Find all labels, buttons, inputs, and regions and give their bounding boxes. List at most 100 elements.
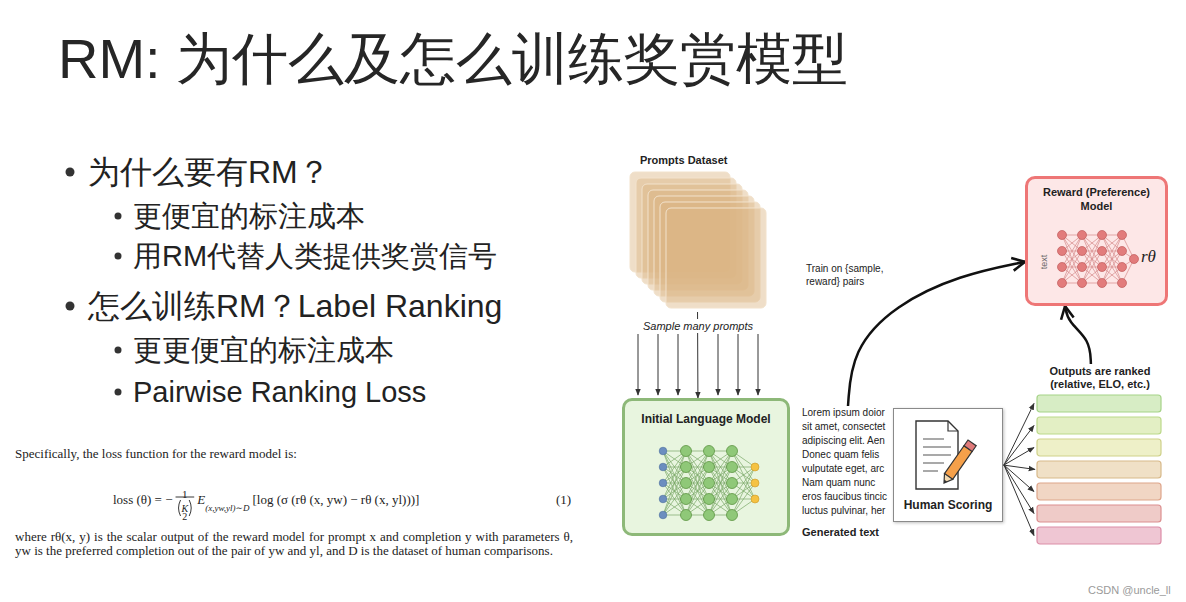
label-holder: 为什么要有RM？	[88, 152, 330, 192]
node-label: Outputs are ranked (relative, ELO, etc.)	[1035, 365, 1165, 391]
paper-text: Specifically, the loss function for the …	[15, 446, 297, 461]
edge-label-holder: Train on {sample, reward} pairs	[806, 262, 918, 288]
text-holder: Reward (Preference) Model	[1037, 185, 1157, 214]
prompt-arrow	[738, 334, 739, 395]
prompt-arrow	[638, 334, 639, 395]
node-column	[681, 446, 692, 521]
prompt-arrow	[718, 334, 719, 395]
ranked-bar	[1037, 461, 1161, 478]
prompt-arrow	[678, 334, 679, 395]
text-holder: Generated text	[802, 522, 894, 540]
prompt-arrow	[658, 334, 659, 395]
sub-bullet-text: 更更便宜的标注成本	[133, 332, 394, 368]
edge-label-holder: Sample many prompts	[640, 316, 756, 334]
label-holder: 更更便宜的标注成本	[133, 332, 394, 368]
node-column	[727, 446, 738, 521]
formula-part: 1	[182, 488, 188, 500]
label-holder: 用RM代替人类提供奖赏信号	[133, 238, 497, 274]
sub-bullet-text: 更便宜的标注成本	[133, 198, 365, 234]
network-nodes	[1058, 231, 1139, 288]
network-link-set	[1082, 235, 1102, 283]
document-lines	[923, 439, 951, 471]
label-holder: loss (θ) = −	[113, 490, 173, 508]
node-column	[1078, 231, 1087, 288]
output-node	[1130, 255, 1139, 264]
node-column	[704, 446, 715, 521]
connector	[1003, 465, 1035, 469]
binomial-paren	[179, 500, 181, 516]
node-label: Human Scoring	[904, 498, 993, 513]
title-holder: RM: 为什么及怎么训练奖赏模型	[58, 26, 848, 92]
slide-title: RM: 为什么及怎么训练奖赏模型	[58, 26, 848, 92]
text-holder: Initial Language Model	[625, 409, 787, 427]
label-holder: E	[197, 490, 205, 508]
node-label: Prompts Dataset	[640, 153, 727, 167]
text-holder: rθ	[1141, 247, 1156, 267]
ranked-bar	[1037, 483, 1161, 500]
bullet	[115, 253, 122, 260]
node-column	[1118, 231, 1127, 288]
bullet-dots	[66, 168, 122, 396]
text-holder: Outputs are ranked (relative, ELO, etc.)	[1035, 365, 1165, 392]
paper-text: where rθ(x, y) is the scalar output of t…	[15, 530, 573, 558]
edge-label: Sample many prompts	[640, 319, 756, 333]
binomial-paren	[189, 500, 191, 516]
label-holder: Specifically, the loss function for the …	[15, 444, 297, 462]
label-holder: 怎么训练RM？Label Ranking	[88, 286, 502, 326]
node-column	[1058, 231, 1067, 288]
ranked-bar	[1037, 527, 1161, 544]
bullet-text: 怎么训练RM？Label Ranking	[88, 286, 502, 326]
input-nodes	[659, 447, 667, 519]
label-holder: where rθ(x, y) is the scalar output of t…	[15, 530, 573, 558]
text-holder: Human Scoring	[894, 495, 1002, 513]
ranked-bars	[1035, 364, 1163, 548]
ranking-arrow	[1004, 404, 1034, 466]
prompt-card	[666, 208, 766, 308]
language-model-box: Initial Language Model	[622, 398, 790, 536]
document-icon	[916, 421, 958, 489]
ranking-arrow	[1004, 426, 1034, 466]
bullet	[115, 213, 122, 220]
label-holder: (x,yw,yl)∼D	[205, 497, 249, 515]
ranking-arrow	[1004, 465, 1034, 492]
formula-part: (x,yw,yl)∼D	[205, 503, 249, 513]
network-links	[1062, 235, 1134, 283]
label-holder: Pairwise Ranking Loss	[133, 374, 426, 410]
label-holder: (1)	[556, 490, 571, 508]
bullet	[115, 347, 122, 354]
text-holder: text	[1033, 252, 1051, 272]
network-link-set	[1102, 235, 1122, 283]
formula-part: [log (σ (rθ (x, yw) − rθ (x, yl)))]	[253, 492, 420, 507]
formula-part: loss (θ) = −	[113, 492, 173, 507]
ranking-arrow	[1004, 465, 1034, 536]
label-holder: CSDN @uncle_ll	[1088, 580, 1171, 598]
network-link-set	[1062, 235, 1082, 283]
generated-text: Lorem ipsum doior sit amet, consectet ad…	[802, 406, 894, 552]
edge-label: Train on {sample, reward} pairs	[806, 262, 918, 288]
human-scoring-box: Human Scoring	[893, 408, 1003, 522]
ranking-arrows	[1004, 404, 1034, 536]
bullet	[66, 302, 75, 311]
formula-part: E	[197, 492, 205, 507]
text-holder: Prompts Dataset	[640, 150, 772, 168]
ranked-outputs: Outputs are ranked (relative, ELO, etc.)	[1035, 364, 1165, 548]
ranked-bar	[1037, 439, 1161, 456]
prompts-dataset: Prompts Dataset	[626, 148, 772, 312]
label-holder: 更便宜的标注成本	[133, 198, 365, 234]
node-text: text	[1039, 255, 1050, 270]
node-column	[1098, 231, 1107, 288]
node-label: Reward (Preference) Model	[1037, 185, 1157, 213]
ranked-bar	[1037, 505, 1161, 522]
ranked-bar	[1037, 417, 1161, 434]
sub-bullet-text: 用RM代替人类提供奖赏信号	[133, 238, 497, 274]
bullet-text: 为什么要有RM？	[88, 152, 330, 192]
node-label: Initial Language Model	[641, 412, 770, 427]
node-label: Lorem ipsum doior sit amet, consectet ad…	[802, 406, 894, 518]
prompt-stack	[626, 148, 772, 312]
ranking-arrow	[1004, 465, 1034, 514]
label-holder: 1	[182, 484, 188, 502]
node-text: Generated text	[802, 525, 879, 539]
prompt-arrow	[758, 334, 759, 395]
formula-part: 2	[182, 511, 187, 522]
